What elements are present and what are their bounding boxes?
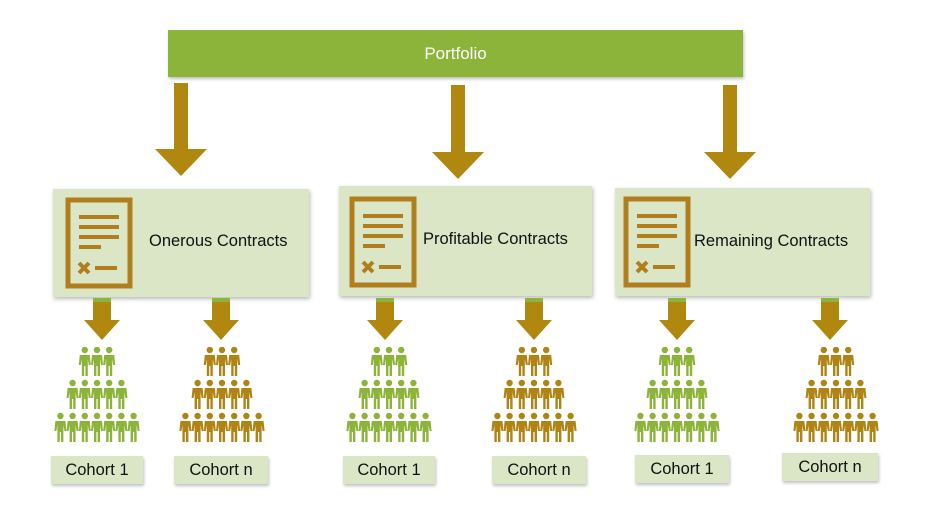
cohort-label: Cohort n (174, 456, 268, 484)
people-pyramid-icon (179, 347, 265, 442)
small-down-arrow-icon (367, 298, 403, 340)
small-down-arrow-icon (659, 298, 695, 340)
people-pyramid-icon (793, 347, 879, 442)
contract-document-icon (65, 197, 133, 289)
profitable-contracts-box: Profitable Contracts (339, 186, 592, 296)
cohort-label: Cohort 1 (51, 456, 143, 484)
remaining-contracts-label: Remaining Contracts (694, 232, 849, 250)
people-pyramid-icon (346, 347, 432, 442)
small-down-arrow-icon (84, 298, 120, 340)
people-pyramid-icon (491, 347, 577, 442)
profitable-contracts-label: Profitable Contracts (423, 230, 568, 248)
big-down-arrow-2-icon (432, 85, 484, 179)
contract-document-icon (349, 196, 417, 288)
cohort-label-text: Cohort n (189, 460, 253, 479)
big-down-arrow-3-icon (704, 85, 756, 179)
cohort-label-text: Cohort n (798, 457, 862, 476)
cohort-label-text: Cohort 1 (357, 460, 421, 479)
cohort-label: Cohort 1 (635, 455, 729, 483)
portfolio-label: Portfolio (424, 43, 487, 63)
people-pyramid-icon (634, 347, 720, 442)
cohort-label-text: Cohort n (507, 460, 571, 479)
remaining-contracts-box: Remaining Contracts (615, 188, 870, 296)
small-down-arrow-icon (516, 298, 552, 340)
small-down-arrow-icon (812, 298, 848, 340)
portfolio-bar: Portfolio (168, 30, 743, 77)
onerous-contracts-box: Onerous Contracts (53, 189, 309, 297)
onerous-contracts-label: Onerous Contracts (149, 232, 288, 250)
small-down-arrow-icon (203, 298, 239, 340)
people-pyramid-icon (54, 347, 140, 442)
cohort-label-text: Cohort 1 (650, 459, 714, 478)
cohort-label: Cohort n (782, 453, 878, 481)
cohort-label: Cohort 1 (343, 456, 435, 484)
contract-document-icon (623, 196, 691, 288)
cohort-label: Cohort n (492, 456, 586, 484)
cohort-label-text: Cohort 1 (65, 460, 129, 479)
big-down-arrow-1-icon (155, 83, 207, 176)
